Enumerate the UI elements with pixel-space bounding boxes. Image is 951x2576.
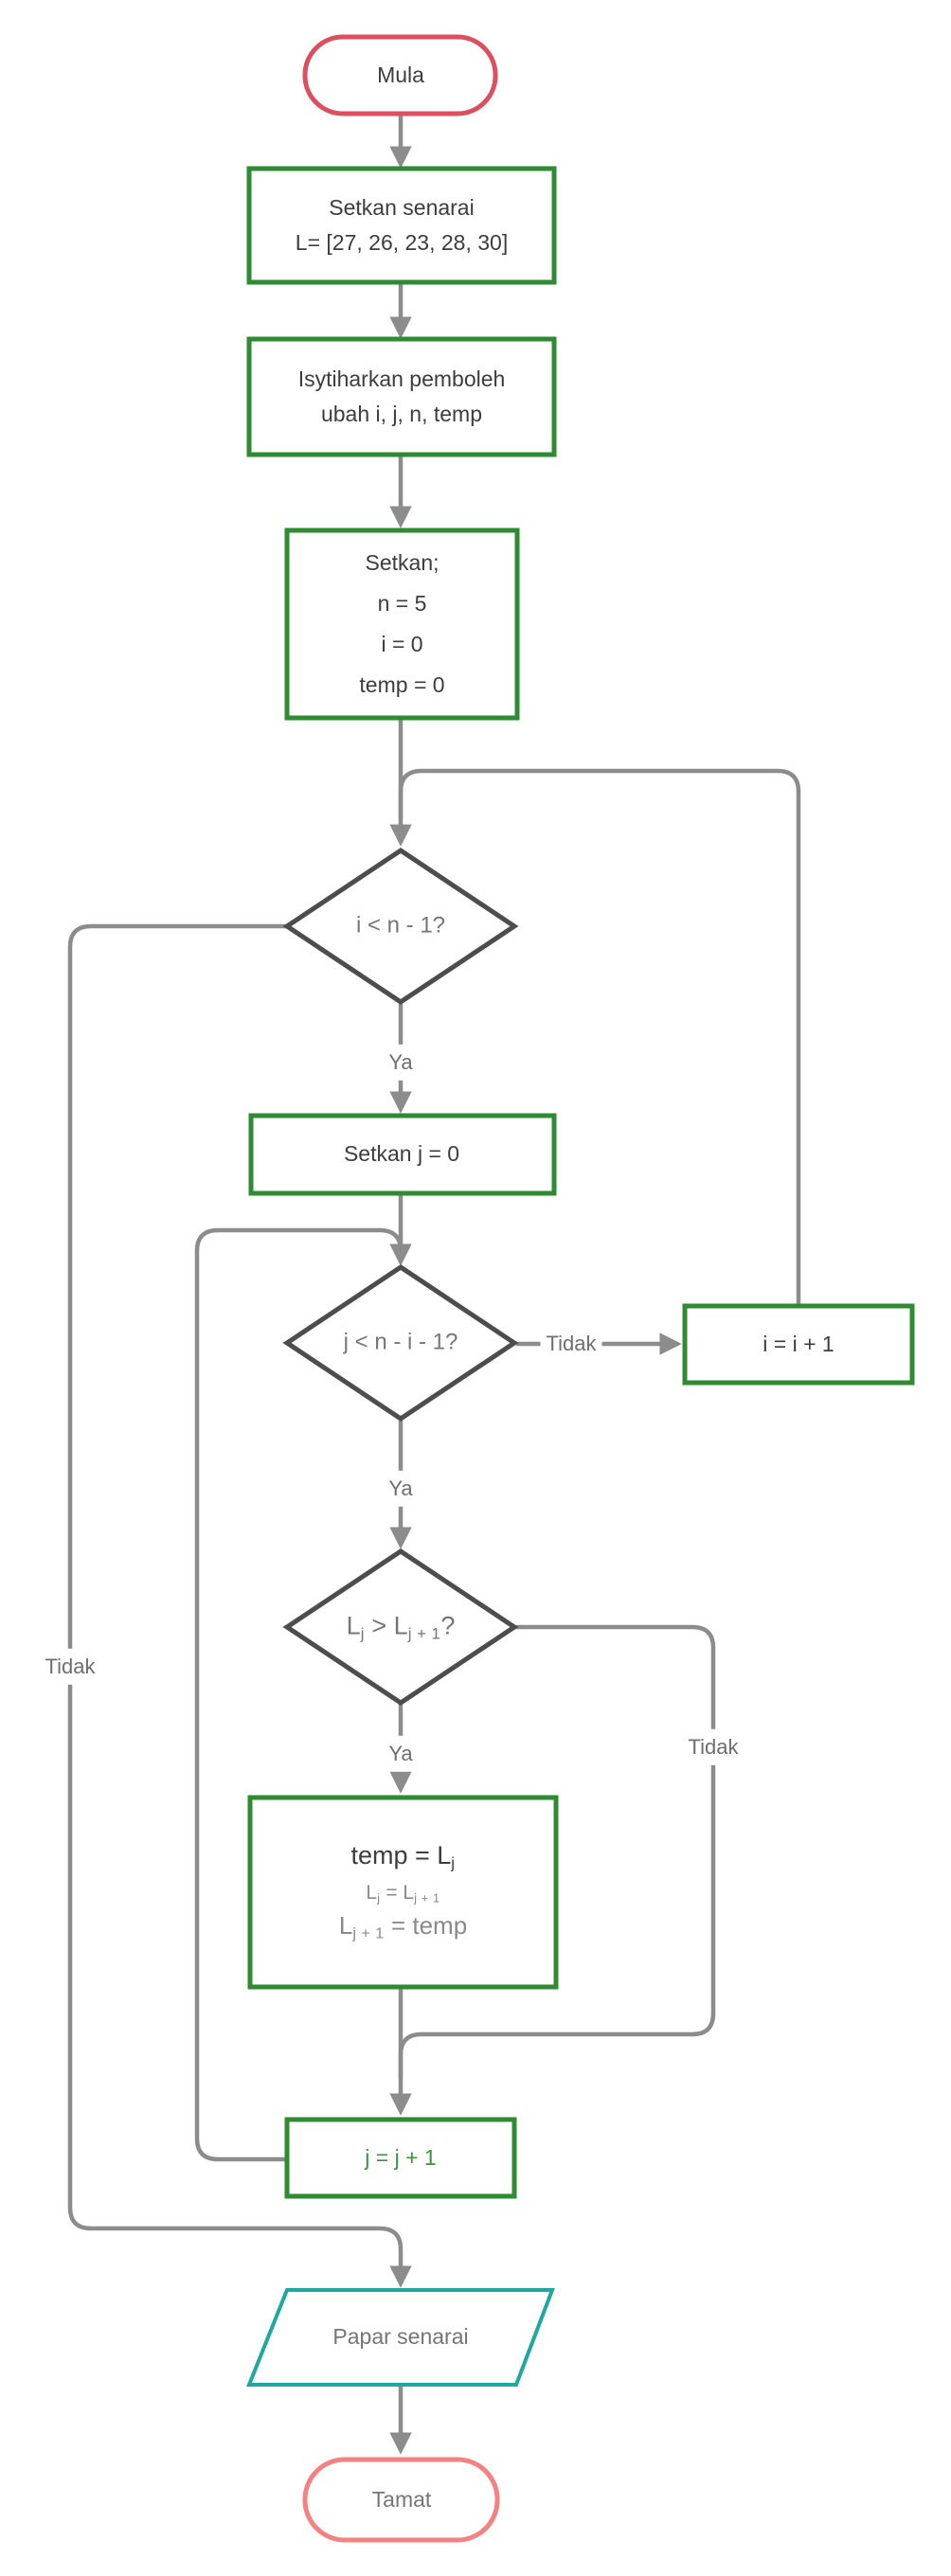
edge-label-compare-yes: Ya [383, 1735, 419, 1773]
init-list-line1: Setkan senarai [329, 195, 475, 221]
inc-j-label: j = j + 1 [365, 2145, 437, 2171]
cond-compare-label: Lj > Lj + 1? [346, 1611, 456, 1643]
init-values-line4: temp = 0 [359, 672, 445, 698]
edge-condouter-no-to-output [67, 923, 412, 2288]
declare-vars-process-shape [246, 336, 557, 457]
init-values-label: Setkan; n = 5 i = 0 temp = 0 [287, 530, 517, 718]
edge-label-outer-yes: Ya [383, 1044, 419, 1082]
set-j-label: Setkan j = 0 [343, 1141, 460, 1167]
cond-inner-decision-shape [282, 1263, 519, 1422]
inc-i-label: i = i + 1 [763, 1332, 834, 1357]
cond-outer-label: i < n - 1? [355, 912, 446, 939]
edge-inci-return-loop [398, 768, 801, 1305]
declare-vars-line1: Isytiharkan pemboleh [297, 367, 506, 392]
swap-label: temp = Lj Lj = Lj + 1 Lj + 1 = temp [250, 1798, 556, 1987]
end-terminator-shape [302, 2457, 500, 2543]
edge-label-outer-no: Tidak [39, 1648, 101, 1686]
init-values-line2: n = 5 [377, 590, 427, 616]
set-j-process-shape [248, 1113, 557, 1196]
init-values-process-shape [284, 528, 520, 721]
swap-line1: temp = Lj [350, 1841, 456, 1872]
output-label: Papar senarai [332, 2324, 469, 2350]
start-terminator-shape [302, 34, 498, 116]
end-label: Tamat [371, 2487, 432, 2513]
init-list-label: Setkan senarai L= [27, 26, 23, 28, 30] [249, 169, 554, 282]
edge-condcompare-no-bypass [398, 1624, 716, 2079]
swap-line2: Lj = Lj + 1 [366, 1881, 440, 1905]
swap-process-shape [247, 1795, 559, 1990]
edge-label-inner-no: Tidak [540, 1325, 602, 1363]
swap-line3: Lj + 1 = temp [338, 1911, 468, 1942]
init-list-process-shape [246, 166, 557, 285]
edge-label-inner-yes: Ya [383, 1470, 419, 1508]
edge-label-compare-no: Tidak [682, 1728, 745, 1766]
init-values-line3: i = 0 [381, 632, 423, 656]
edge-incj-return-loop [194, 1227, 404, 2162]
cond-inner-label: j < n - i - 1? [343, 1329, 458, 1355]
declare-vars-label: Isytiharkan pemboleh ubah i, j, n, temp [249, 339, 554, 455]
cond-outer-decision-shape [282, 847, 519, 1006]
init-list-line2: L= [27, 26, 23, 28, 30] [295, 230, 509, 255]
declare-vars-line2: ubah i, j, n, temp [320, 402, 483, 426]
start-label: Mula [377, 63, 424, 88]
cond-compare-decision-shape [282, 1547, 519, 1707]
output-io-shape [246, 2288, 555, 2387]
inc-j-process-shape [284, 2117, 517, 2199]
inc-i-process-shape [682, 1303, 915, 1386]
init-values-line1: Setkan; [365, 549, 440, 575]
